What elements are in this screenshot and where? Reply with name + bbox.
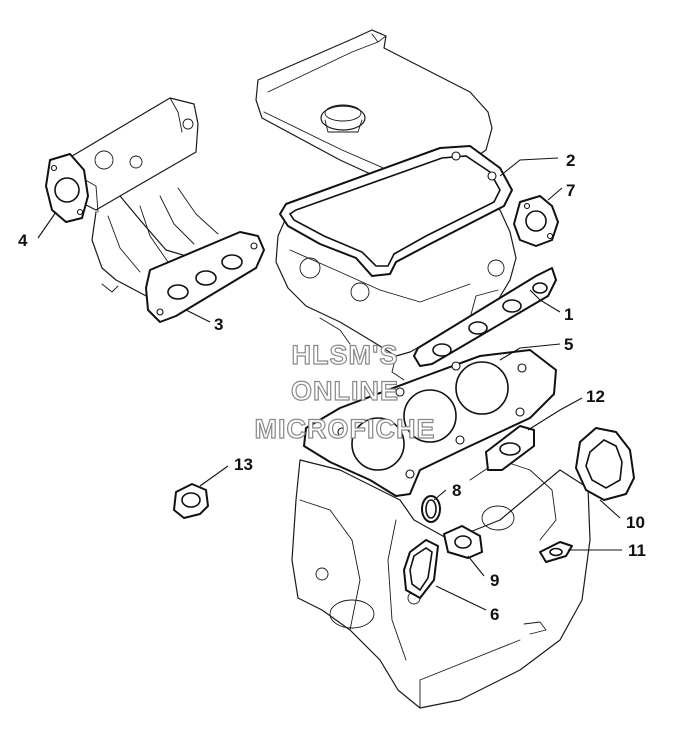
water-pump-gasket xyxy=(485,425,535,471)
callout-1: 1 xyxy=(564,305,573,324)
exhaust-manifold-gasket xyxy=(413,267,557,367)
front-cover-gasket xyxy=(575,427,635,501)
callout-3: 3 xyxy=(214,315,223,334)
callout-6: 6 xyxy=(490,605,499,624)
callout-9: 9 xyxy=(490,571,499,590)
thermostat-gasket xyxy=(173,483,209,519)
callout-2: 2 xyxy=(566,151,575,170)
callout-4: 4 xyxy=(18,231,28,250)
watermark-line-2: ONLINE xyxy=(291,376,399,406)
watermark: HLSM'S ONLINE MICROFICHE xyxy=(254,339,436,444)
watermark-line-1: HLSM'S xyxy=(292,340,399,370)
outlet-gasket xyxy=(539,541,573,563)
callout-7: 7 xyxy=(566,181,575,200)
callout-10: 10 xyxy=(626,513,645,532)
oil-seal-gasket xyxy=(403,539,439,599)
leader-lines xyxy=(37,157,622,611)
head-cover-gasket xyxy=(279,145,513,277)
water-outlet-gasket xyxy=(513,195,559,247)
callout-8: 8 xyxy=(452,481,461,500)
callout-5: 5 xyxy=(564,335,573,354)
throttle-body-gasket xyxy=(45,153,89,223)
flange-gasket xyxy=(443,525,483,559)
cylinder-head xyxy=(275,197,517,381)
intake-manifold-gasket xyxy=(145,231,265,323)
cylinder-block xyxy=(291,459,591,709)
o-ring xyxy=(421,495,441,523)
callout-13: 13 xyxy=(234,455,253,474)
watermark-line-3: MICROFICHE xyxy=(255,414,436,444)
callout-12: 12 xyxy=(586,387,605,406)
cylinder-head-gasket xyxy=(303,349,557,497)
callout-11: 11 xyxy=(628,541,646,560)
